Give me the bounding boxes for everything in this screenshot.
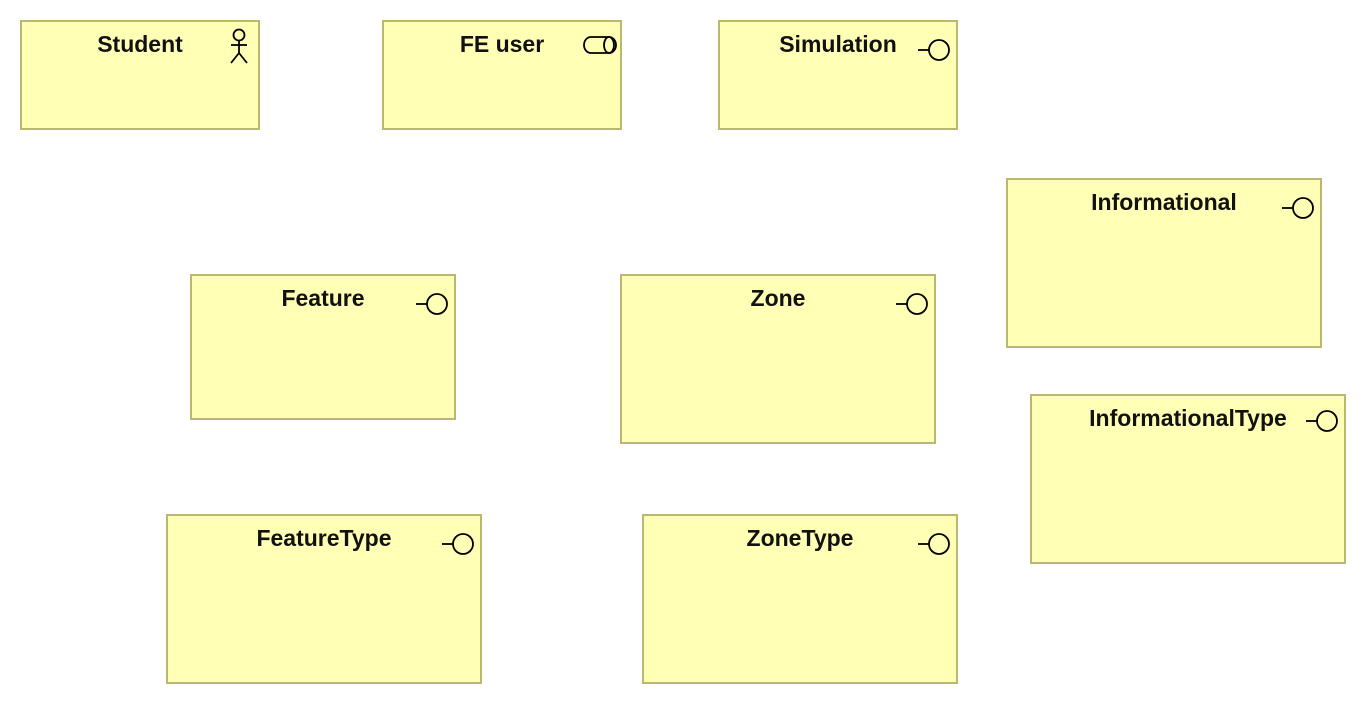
element-label: ZoneType bbox=[746, 525, 854, 551]
business-interface-icon bbox=[916, 38, 952, 62]
feature-type-element[interactable]: FeatureType bbox=[166, 514, 482, 684]
business-interface-icon bbox=[916, 532, 952, 556]
element-label: Feature bbox=[281, 285, 365, 311]
informational-type-element[interactable]: InformationalType bbox=[1030, 394, 1346, 564]
element-label: FE user bbox=[459, 31, 545, 57]
zone-element[interactable]: Zone bbox=[620, 274, 936, 444]
element-label: Informational bbox=[1091, 189, 1237, 215]
student-element[interactable]: Student bbox=[20, 20, 260, 130]
element-label: Simulation bbox=[779, 31, 897, 57]
zone-type-element[interactable]: ZoneType bbox=[642, 514, 958, 684]
feature-element[interactable]: Feature bbox=[190, 274, 456, 420]
business-interface-icon bbox=[440, 532, 476, 556]
informational-element[interactable]: Informational bbox=[1006, 178, 1322, 348]
element-label: Zone bbox=[750, 285, 806, 311]
business-interface-icon bbox=[414, 292, 450, 316]
simulation-element[interactable]: Simulation bbox=[718, 20, 958, 130]
business-actor-icon bbox=[228, 28, 250, 66]
business-role-icon bbox=[582, 35, 618, 55]
business-interface-icon bbox=[894, 292, 930, 316]
element-label: InformationalType bbox=[1089, 405, 1287, 431]
element-label: Student bbox=[97, 31, 183, 57]
business-interface-icon bbox=[1304, 409, 1340, 433]
fe-user-element[interactable]: FE user bbox=[382, 20, 622, 130]
element-label: FeatureType bbox=[256, 525, 392, 551]
business-interface-icon bbox=[1280, 196, 1316, 220]
